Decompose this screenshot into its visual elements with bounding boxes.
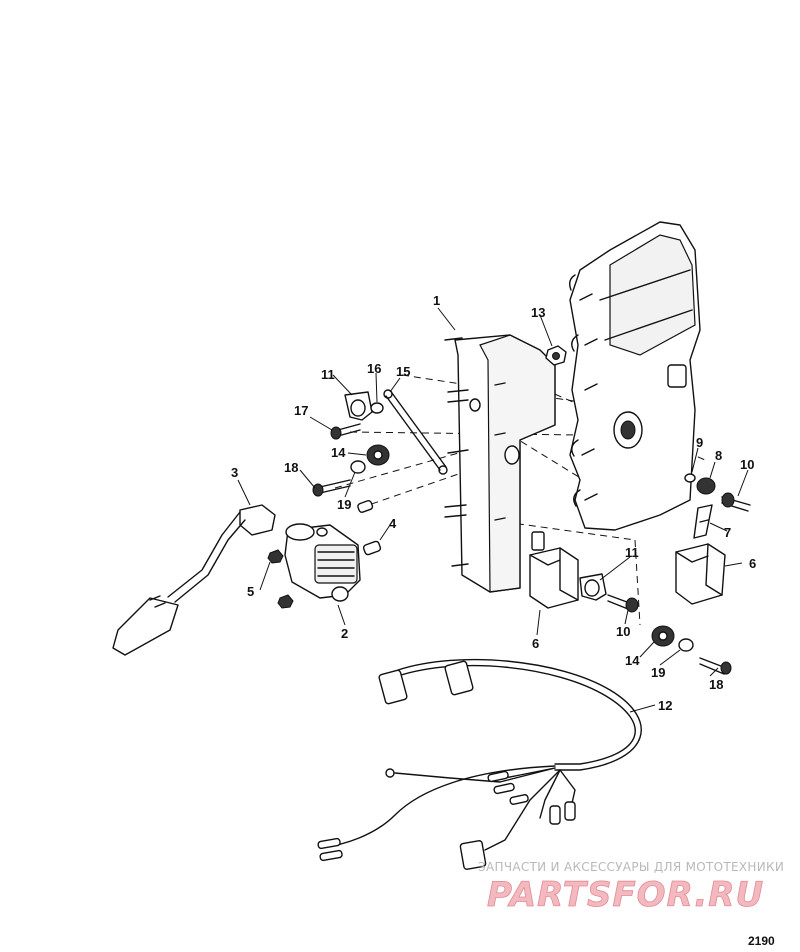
callout-18b: 18 — [709, 677, 723, 692]
relay-bracket — [693, 504, 713, 539]
module-nut — [545, 345, 567, 366]
spark-plug-lead — [112, 504, 276, 656]
watermark-tagline: ЗАПЧАСТИ И АКСЕССУАРЫ ДЛЯ МОТОТЕХНИКИ — [478, 860, 784, 874]
callout-labels: 1 2 3 4 5 6 6 7 8 9 10 10 11 11 12 13 14… — [231, 293, 756, 713]
ignition-coil — [284, 523, 361, 602]
callout-4: 4 — [389, 516, 397, 531]
callout-6b: 6 — [749, 556, 756, 571]
callout-14b: 14 — [625, 653, 640, 668]
callout-15: 15 — [396, 364, 410, 379]
callout-18a: 18 — [284, 460, 298, 475]
leader-lines — [237, 307, 749, 713]
callout-9: 9 — [696, 435, 703, 450]
callout-12: 12 — [658, 698, 672, 713]
callout-19b: 19 — [651, 665, 665, 680]
cable-clamps — [344, 391, 607, 601]
mounting-bracket — [444, 334, 556, 593]
nuts — [267, 549, 294, 609]
callout-2: 2 — [341, 626, 348, 641]
callout-16: 16 — [367, 361, 381, 376]
callout-11a: 11 — [321, 367, 335, 382]
callout-19a: 19 — [337, 497, 351, 512]
relay-left — [529, 531, 579, 609]
callout-8: 8 — [715, 448, 722, 463]
electronic-control-module — [568, 221, 701, 531]
callout-13: 13 — [531, 305, 545, 320]
relay-right — [675, 543, 726, 605]
callout-1: 1 — [433, 293, 440, 308]
callout-10b: 10 — [616, 624, 630, 639]
spacer-sleeves — [357, 499, 382, 556]
wiring-harness — [317, 658, 642, 870]
callout-14a: 14 — [331, 445, 346, 460]
callout-5: 5 — [247, 584, 254, 599]
callout-3: 3 — [231, 465, 238, 480]
callout-10a: 10 — [740, 457, 754, 472]
watermark: ЗАПЧАСТИ И АКСЕССУАРЫ ДЛЯ МОТОТЕХНИКИ PA… — [478, 860, 784, 915]
callout-11b: 11 — [625, 545, 639, 560]
callout-7: 7 — [724, 525, 731, 540]
grommets — [366, 444, 675, 647]
screws — [312, 423, 732, 675]
washers — [350, 402, 694, 652]
callout-17: 17 — [294, 403, 308, 418]
grommet-and-screws — [607, 473, 751, 613]
figure-number: 2190 — [748, 934, 775, 948]
watermark-brand: PARTSFOR.RU — [487, 875, 764, 915]
ground-strap — [383, 389, 448, 475]
callout-6a: 6 — [532, 636, 539, 651]
